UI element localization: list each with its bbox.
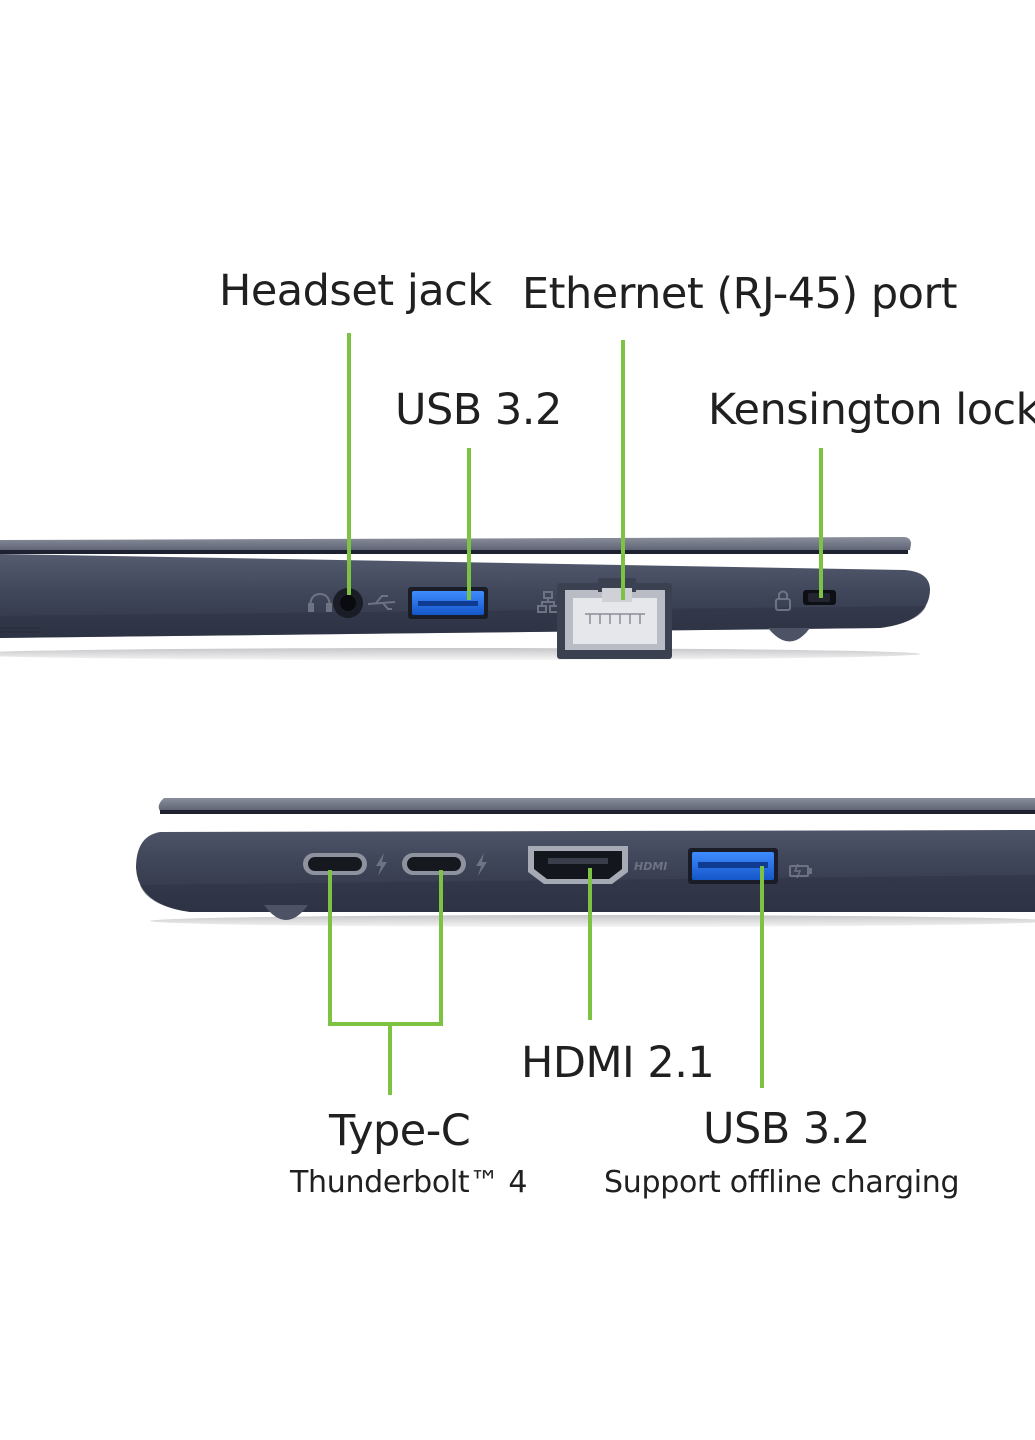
ethernet-port-label: Ethernet (RJ-45) port [522, 269, 958, 319]
callout-lines-left [328, 866, 764, 1095]
hdmi-label: HDMI 2.1 [521, 1038, 715, 1088]
usb-icon [367, 595, 396, 610]
lid [0, 537, 911, 551]
laptop-left-side: HDMI [136, 798, 1035, 927]
headset-icon [308, 592, 332, 612]
headset-jack-label: Headset jack [219, 266, 492, 316]
callout-lines-right [347, 333, 823, 600]
lid [158, 798, 1035, 811]
lock-icon [775, 590, 791, 611]
kensington-lock-label: Kensington lock [708, 385, 1035, 435]
network-icon [537, 591, 559, 613]
callout-bracket-typec [328, 870, 443, 1026]
laptop-right-side [0, 537, 930, 660]
thunderbolt-sublabel: Thunderbolt™ 4 [290, 1165, 528, 1200]
thunderbolt-icon [476, 853, 487, 876]
hdmi-logo-icon: HDMI [634, 860, 667, 873]
battery-charge-icon [789, 863, 812, 879]
usb-right-label: USB 3.2 [395, 385, 562, 435]
offline-charging-sublabel: Support offline charging [604, 1165, 960, 1200]
usb-left-label: USB 3.2 [703, 1104, 870, 1154]
type-c-label: Type-C [329, 1106, 471, 1156]
thunderbolt-icon [376, 853, 387, 876]
rubber-foot [264, 905, 308, 920]
rubber-foot [768, 628, 810, 642]
